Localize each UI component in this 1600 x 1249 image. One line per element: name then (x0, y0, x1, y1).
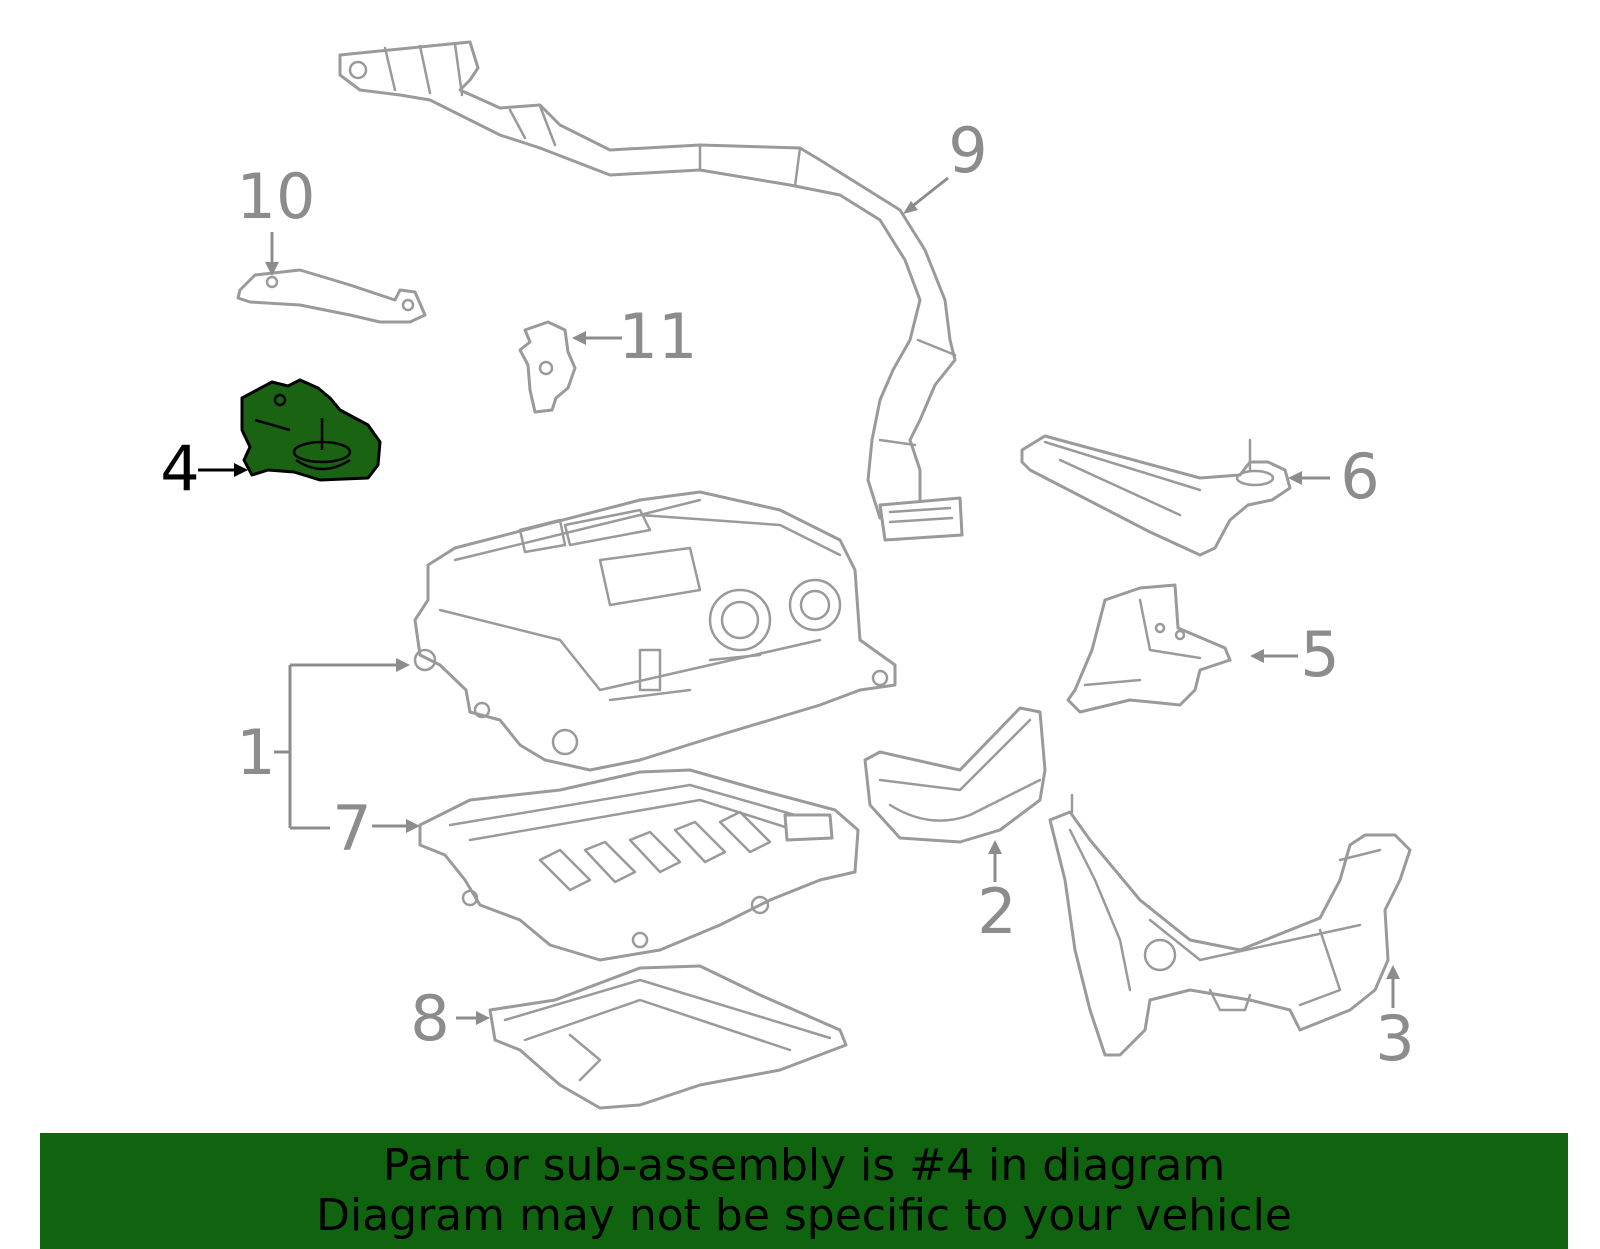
callout-8: 8 (410, 982, 490, 1055)
callout-2: 2 (977, 840, 1017, 948)
info-banner: Part or sub-assembly is #4 in diagram Di… (40, 1133, 1568, 1249)
banner-line-2: Diagram may not be specific to your vehi… (316, 1190, 1292, 1241)
callout-9: 9 (903, 114, 988, 214)
part-2-bracket[interactable] (863, 706, 1047, 844)
callout-8-label: 8 (410, 982, 449, 1055)
part-4-mount-highlighted[interactable] (240, 378, 382, 482)
part-9-cable[interactable] (338, 40, 964, 542)
callout-2-label: 2 (977, 875, 1016, 948)
callout-10-label: 10 (237, 160, 316, 233)
callout-9-label: 9 (948, 114, 987, 187)
callout-3-label: 3 (1375, 1002, 1414, 1075)
callout-1: 1 (236, 658, 410, 828)
callout-1-label: 1 (236, 716, 275, 789)
part-10-bracket[interactable] (236, 268, 427, 324)
callout-7: 7 (290, 792, 420, 865)
part-3-frame[interactable] (1048, 793, 1412, 1057)
part-6-mount[interactable] (1020, 434, 1292, 557)
banner-line-1: Part or sub-assembly is #4 in diagram (382, 1140, 1226, 1191)
part-8-gasket[interactable] (488, 964, 848, 1110)
part-7-case[interactable] (418, 768, 860, 962)
parts-diagram: 9 10 11 4 6 5 1 7 2 (160, 40, 1415, 1110)
callout-11-label: 11 (619, 300, 698, 373)
callout-6: 6 (1288, 440, 1380, 513)
part-1-inverter-assembly[interactable] (413, 490, 897, 772)
callout-7-label: 7 (332, 792, 371, 865)
callout-5-label: 5 (1300, 618, 1339, 691)
callout-4: 4 (160, 432, 248, 505)
callout-3: 3 (1375, 965, 1415, 1075)
callout-6-label: 6 (1340, 440, 1379, 513)
callout-11: 11 (572, 300, 697, 373)
part-11-clip[interactable] (518, 320, 577, 414)
callout-5: 5 (1250, 618, 1340, 691)
callout-4-label: 4 (160, 432, 199, 505)
callout-10: 10 (237, 160, 316, 276)
part-5-bracket[interactable] (1066, 583, 1232, 714)
